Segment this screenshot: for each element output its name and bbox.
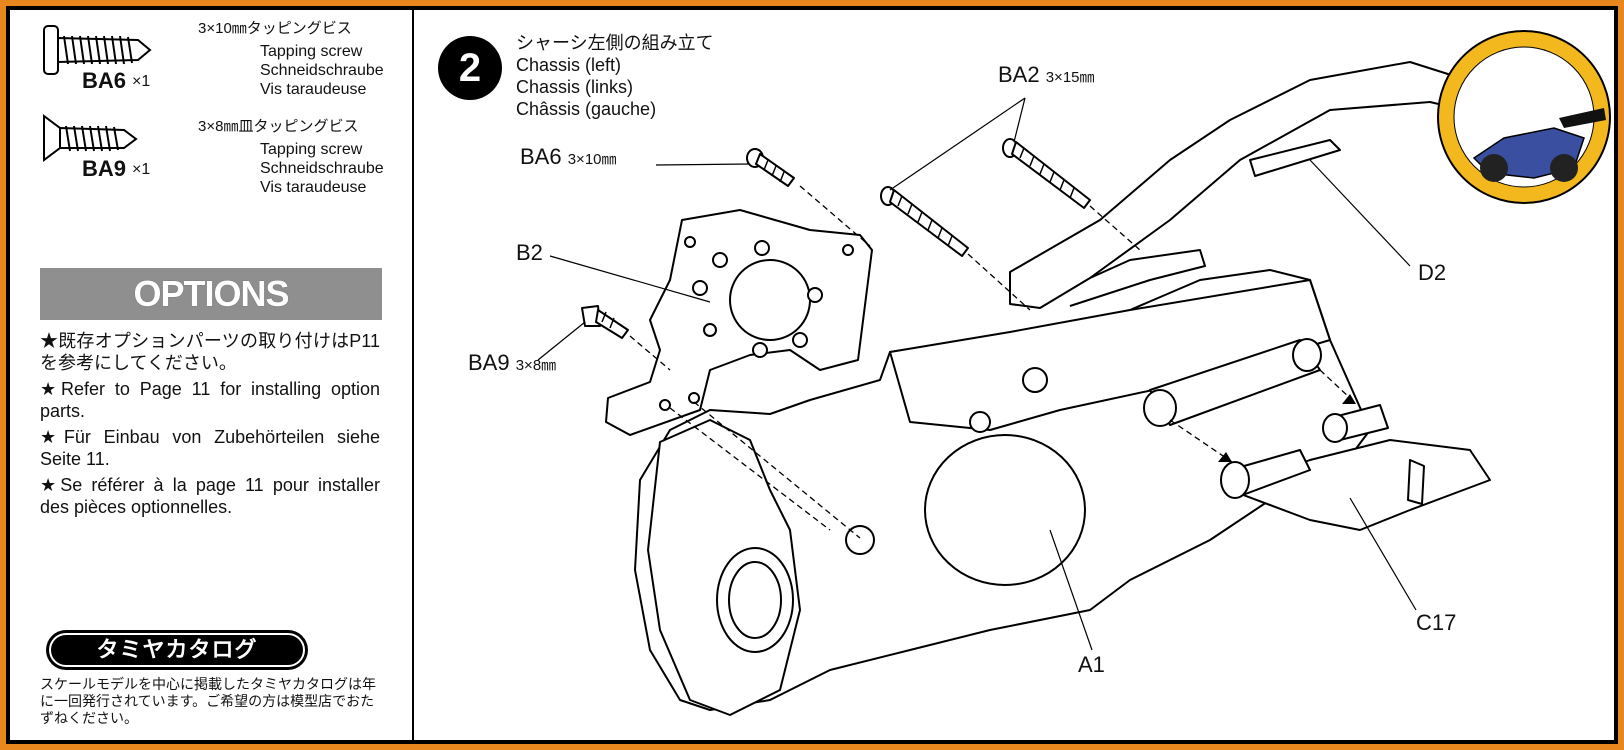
- manual-page: BA6 ×1 3×10㎜タッピングビス Tapping screw Schnei…: [10, 10, 1614, 740]
- part-c17: [1229, 439, 1491, 531]
- screw-ba9-part: [581, 305, 629, 339]
- label-c17: C17: [1416, 610, 1457, 635]
- screw-desc-de: Schneidschraube: [260, 62, 384, 79]
- screw-desc-de: Schneidschraube: [260, 160, 384, 177]
- screw-code: BA6: [82, 68, 127, 93]
- options-notes: ★既存オプションパーツの取り付けはP11を参考にしてください。 ★Refer t…: [40, 330, 380, 522]
- step-number: 2: [438, 36, 502, 100]
- rcmag-logo-icon: [1437, 30, 1611, 204]
- label-a1: A1: [1078, 652, 1105, 677]
- label-ba9: BA9 3×8㎜: [468, 350, 557, 375]
- label-ba2: BA2 3×15㎜: [998, 62, 1095, 87]
- catalog-text: スケールモデルを中心に掲載したタミヤカタログは年に一回発行されています。ご希望の…: [40, 676, 376, 726]
- catalog-badge: タミヤカタログ: [46, 630, 308, 670]
- options-banner: OPTIONS: [40, 268, 382, 320]
- step-title-fr: Châssis (gauche): [516, 99, 657, 119]
- column-divider: [412, 10, 414, 740]
- screw-qty: ×1: [132, 161, 151, 178]
- screw-spec: 3×8㎜皿タッピングビス: [198, 118, 359, 135]
- label-ba6: BA6 3×10㎜: [520, 144, 617, 169]
- screw-ba2-a: [880, 186, 969, 257]
- step-title-en: Chassis (left): [516, 55, 622, 75]
- options-note-jp: ★既存オプションパーツの取り付けはP11を参考にしてください。: [40, 331, 380, 373]
- tapping-screw-icon: [43, 25, 152, 75]
- label-b2: B2: [516, 240, 543, 265]
- rcmag-logo: [1434, 28, 1614, 206]
- page-frame: BA6 ×1 3×10㎜タッピングビス Tapping screw Schnei…: [6, 6, 1618, 744]
- screw-qty: ×1: [132, 73, 151, 90]
- screw-desc-en: Tapping screw: [260, 43, 363, 60]
- countersunk-screw-icon: [43, 114, 138, 162]
- screw-desc-fr: Vis taraudeuse: [260, 81, 367, 98]
- assembly-diagram: [537, 61, 1541, 716]
- options-title: OPTIONS: [133, 273, 289, 314]
- options-note-en: ★Refer to Page 11 for installing option …: [40, 379, 380, 421]
- screw-ba2-b: [1002, 138, 1091, 209]
- step-title-de: Chassis (links): [516, 77, 634, 97]
- options-note-fr: ★Se référer à la page 11 pour installer …: [40, 475, 380, 517]
- screw-desc-fr: Vis taraudeuse: [260, 179, 367, 196]
- screw-code: BA9: [82, 156, 127, 181]
- catalog-title: タミヤカタログ: [49, 633, 305, 667]
- step-title-jp: シャーシ左側の組み立て: [516, 33, 714, 53]
- options-note-de: ★Für Einbau von Zubehörteilen siehe Seit…: [40, 427, 380, 469]
- step-title: シャーシ左側の組み立て Chassis (left) Chassis (link…: [516, 32, 714, 120]
- label-d2: D2: [1418, 260, 1447, 285]
- screw-ba6-part: [746, 148, 795, 187]
- screw-spec: 3×10㎜タッピングビス: [198, 20, 352, 37]
- screw-desc-en: Tapping screw: [260, 141, 363, 158]
